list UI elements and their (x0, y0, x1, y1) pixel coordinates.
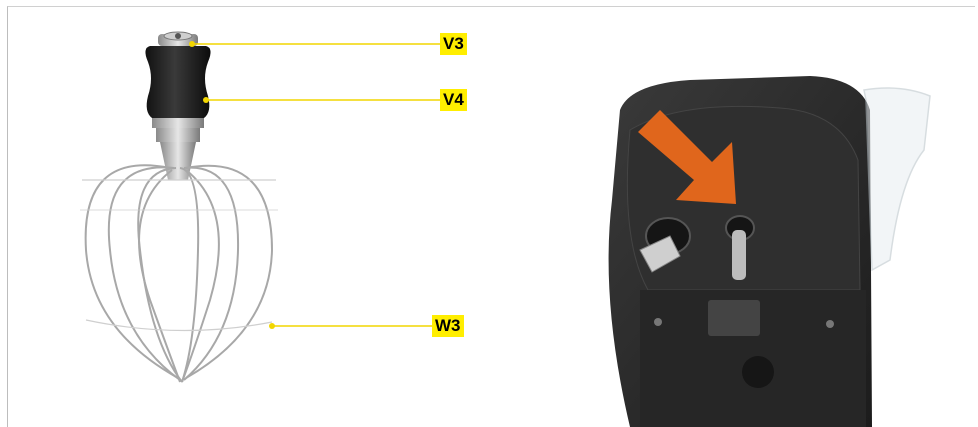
callout-lines (192, 44, 440, 326)
slot-block (708, 300, 760, 336)
callout-v4: V4 (440, 89, 467, 111)
callout-w3: W3 (432, 315, 464, 337)
splash-guard (864, 88, 930, 270)
machine-illustration (480, 0, 978, 427)
grip-handle (145, 46, 210, 118)
callout-v3: V3 (440, 33, 467, 55)
whisk-figure: V3 V4 W3 (0, 0, 480, 427)
whisk-illustration (0, 0, 480, 427)
machine-figure (480, 0, 978, 427)
whisk-wires (86, 165, 272, 382)
